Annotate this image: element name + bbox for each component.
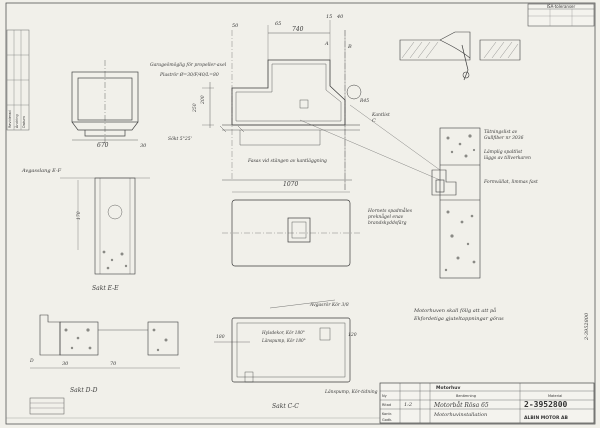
letter-A: A — [324, 41, 329, 47]
detail-top-right — [399, 31, 521, 81]
detail-right-section — [431, 127, 481, 279]
note-hornets-2: preknågel enav — [368, 213, 404, 220]
dim-670: 670 — [97, 142, 109, 149]
note-lampl-2: läggs av tillverkaren — [484, 155, 531, 161]
dim-40: 40 — [336, 14, 344, 20]
note-hornets-3: brandskyddsfärg — [368, 220, 407, 226]
dim-170: 170 — [76, 211, 82, 220]
tb-name-2: Motorhuvinstallation — [433, 412, 487, 418]
note-lampl: Lämplig spaltlist — [483, 149, 522, 155]
note-formvallat: Formvällat, limmas fast — [483, 179, 538, 185]
detail-top-right-hatch — [401, 41, 519, 59]
tb-row-0: Ny — [382, 394, 387, 398]
dim-30-a: 30 — [140, 143, 147, 149]
section-D-D — [30, 314, 180, 369]
side-drawing-no: 2-3952800 — [584, 312, 590, 341]
tolerance-title: ISA-toleranser — [547, 4, 576, 9]
approval-stamp — [29, 397, 65, 415]
note-motorhuv: Motorhuven skall föllg att att på — [413, 307, 496, 314]
note-tatning: Tätningslist av — [484, 129, 518, 135]
note-garage: Garageömöglig för propeller-axel — [150, 62, 227, 68]
dim-R45: R45 — [359, 98, 369, 104]
end-view-top-left — [71, 60, 139, 145]
tb-scale: 1:2 — [404, 402, 412, 408]
leader-line-2 — [299, 119, 441, 181]
tb-row-1: Ritad — [382, 403, 391, 407]
dim-200: 200 — [200, 95, 206, 105]
section-E-E-hatch — [102, 250, 128, 270]
note-motorhuv-2: Ekfordetiga gjuteltappningar göras — [413, 316, 504, 322]
tb-row-3: Godk. — [382, 418, 392, 422]
dim-120: 120 — [348, 332, 357, 338]
label-sakt-EE: Sakt E-E — [92, 285, 119, 292]
note-tatning-2: Gullfiber nr 3036 — [484, 135, 524, 141]
tb-drawing-no: 2-3952800 — [524, 400, 568, 409]
sheet-border — [5, 2, 596, 425]
tb-heading: Motorhuv — [436, 385, 460, 391]
tolerance-block: ISA-toleranser — [527, 3, 595, 27]
dim-250: 250 — [192, 103, 198, 113]
section-D-D-hatch — [64, 328, 168, 352]
strip-label-0: Reviderad — [8, 110, 12, 128]
letter-D: D — [29, 358, 34, 364]
tb-col-benamning: Benämning — [456, 394, 476, 398]
section-E-E — [60, 177, 150, 275]
revision-strip: Reviderad Ändring Datum — [6, 29, 30, 131]
strip-label-1: Ändring — [14, 114, 19, 128]
note-gummi2: Länspump, Kör 180° — [261, 338, 306, 343]
note-gummi1: Hylsdekor, Kör 180° — [261, 330, 305, 335]
dim-15: 15 — [326, 14, 332, 20]
side-elevation — [202, 20, 362, 190]
tb-col-material: Material — [548, 394, 562, 398]
tb-name-1: Motorbåt Rösa 65 — [433, 402, 489, 409]
note-fasas: Fasas vid stängen av kantläggning — [247, 158, 327, 164]
detail-right-hatch — [444, 134, 476, 272]
plan-view — [222, 191, 360, 267]
dim-65: 65 — [275, 21, 281, 27]
note-kantlist: Kantlist — [371, 112, 390, 118]
note-hornets: Hornets spadmåles — [367, 207, 413, 214]
dim-180: 180 — [216, 334, 225, 340]
note-garage-2: Plaströr Ø=30/F/40/L=80 — [159, 71, 219, 78]
dim-70: 70 — [110, 361, 117, 367]
strip-label-2: Datum — [22, 116, 26, 128]
note-lampump: Länspump, Kör-tidning — [324, 389, 378, 395]
tb-company: ALBIN MOTOR AB — [524, 415, 569, 421]
dim-30-b: 30 — [62, 361, 69, 367]
title-block: Motorhuv Benämning Material Motorbåt Rös… — [379, 382, 595, 424]
note-sokt: Sökt 5°25' — [168, 136, 192, 142]
section-C-C — [214, 299, 351, 383]
note-avgasror: Avgasrör Kör 3/8 — [309, 302, 349, 308]
tb-row-2: Kontr. — [382, 412, 392, 416]
note-avgassl: Avgasslang E-F — [21, 168, 62, 174]
dim-50: 50 — [232, 23, 239, 29]
label-sakt-DD: Sakt D-D — [70, 387, 98, 394]
label-sakt-CC: Sakt C-C — [272, 403, 299, 410]
dim-1070: 1070 — [283, 181, 298, 188]
dim-740: 740 — [292, 26, 304, 33]
letter-B: B — [347, 44, 352, 50]
letter-C: C — [372, 118, 376, 124]
leader-line-1 — [349, 104, 441, 171]
